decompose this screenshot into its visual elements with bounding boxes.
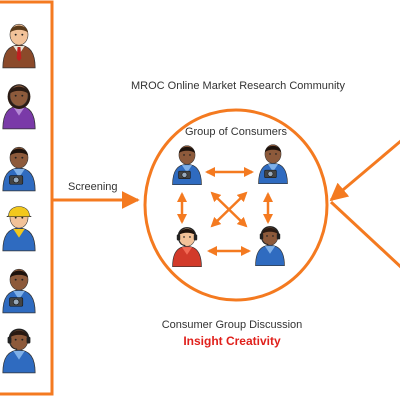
consumer-pool bbox=[2, 23, 36, 374]
businessman-icon bbox=[2, 23, 36, 69]
community-circle bbox=[143, 108, 329, 302]
consumer-pool-box bbox=[0, 0, 54, 396]
headset-man-icon bbox=[172, 227, 202, 268]
headset-woman-icon bbox=[2, 328, 36, 374]
arrow-diagonal-2 bbox=[210, 191, 248, 228]
discussion-label: Consumer Group Discussion bbox=[162, 319, 303, 331]
screening-label: Screening bbox=[68, 181, 118, 193]
photographer-icon bbox=[172, 145, 202, 186]
photographer-icon bbox=[2, 268, 36, 314]
consumer-group bbox=[172, 144, 288, 268]
woman-purple-icon bbox=[2, 84, 36, 130]
group-label: Group of Consumers bbox=[185, 126, 288, 138]
right-input-arrows bbox=[329, 139, 400, 269]
construction-worker-icon bbox=[2, 206, 36, 252]
insight-label: Insight Creativity bbox=[183, 334, 281, 348]
photographer-icon bbox=[258, 144, 288, 185]
headset-woman-icon bbox=[255, 226, 285, 267]
diagram-title: MROC Online Market Research Community bbox=[131, 80, 345, 92]
interaction-arrows bbox=[177, 167, 273, 256]
photographer-icon bbox=[2, 146, 36, 192]
